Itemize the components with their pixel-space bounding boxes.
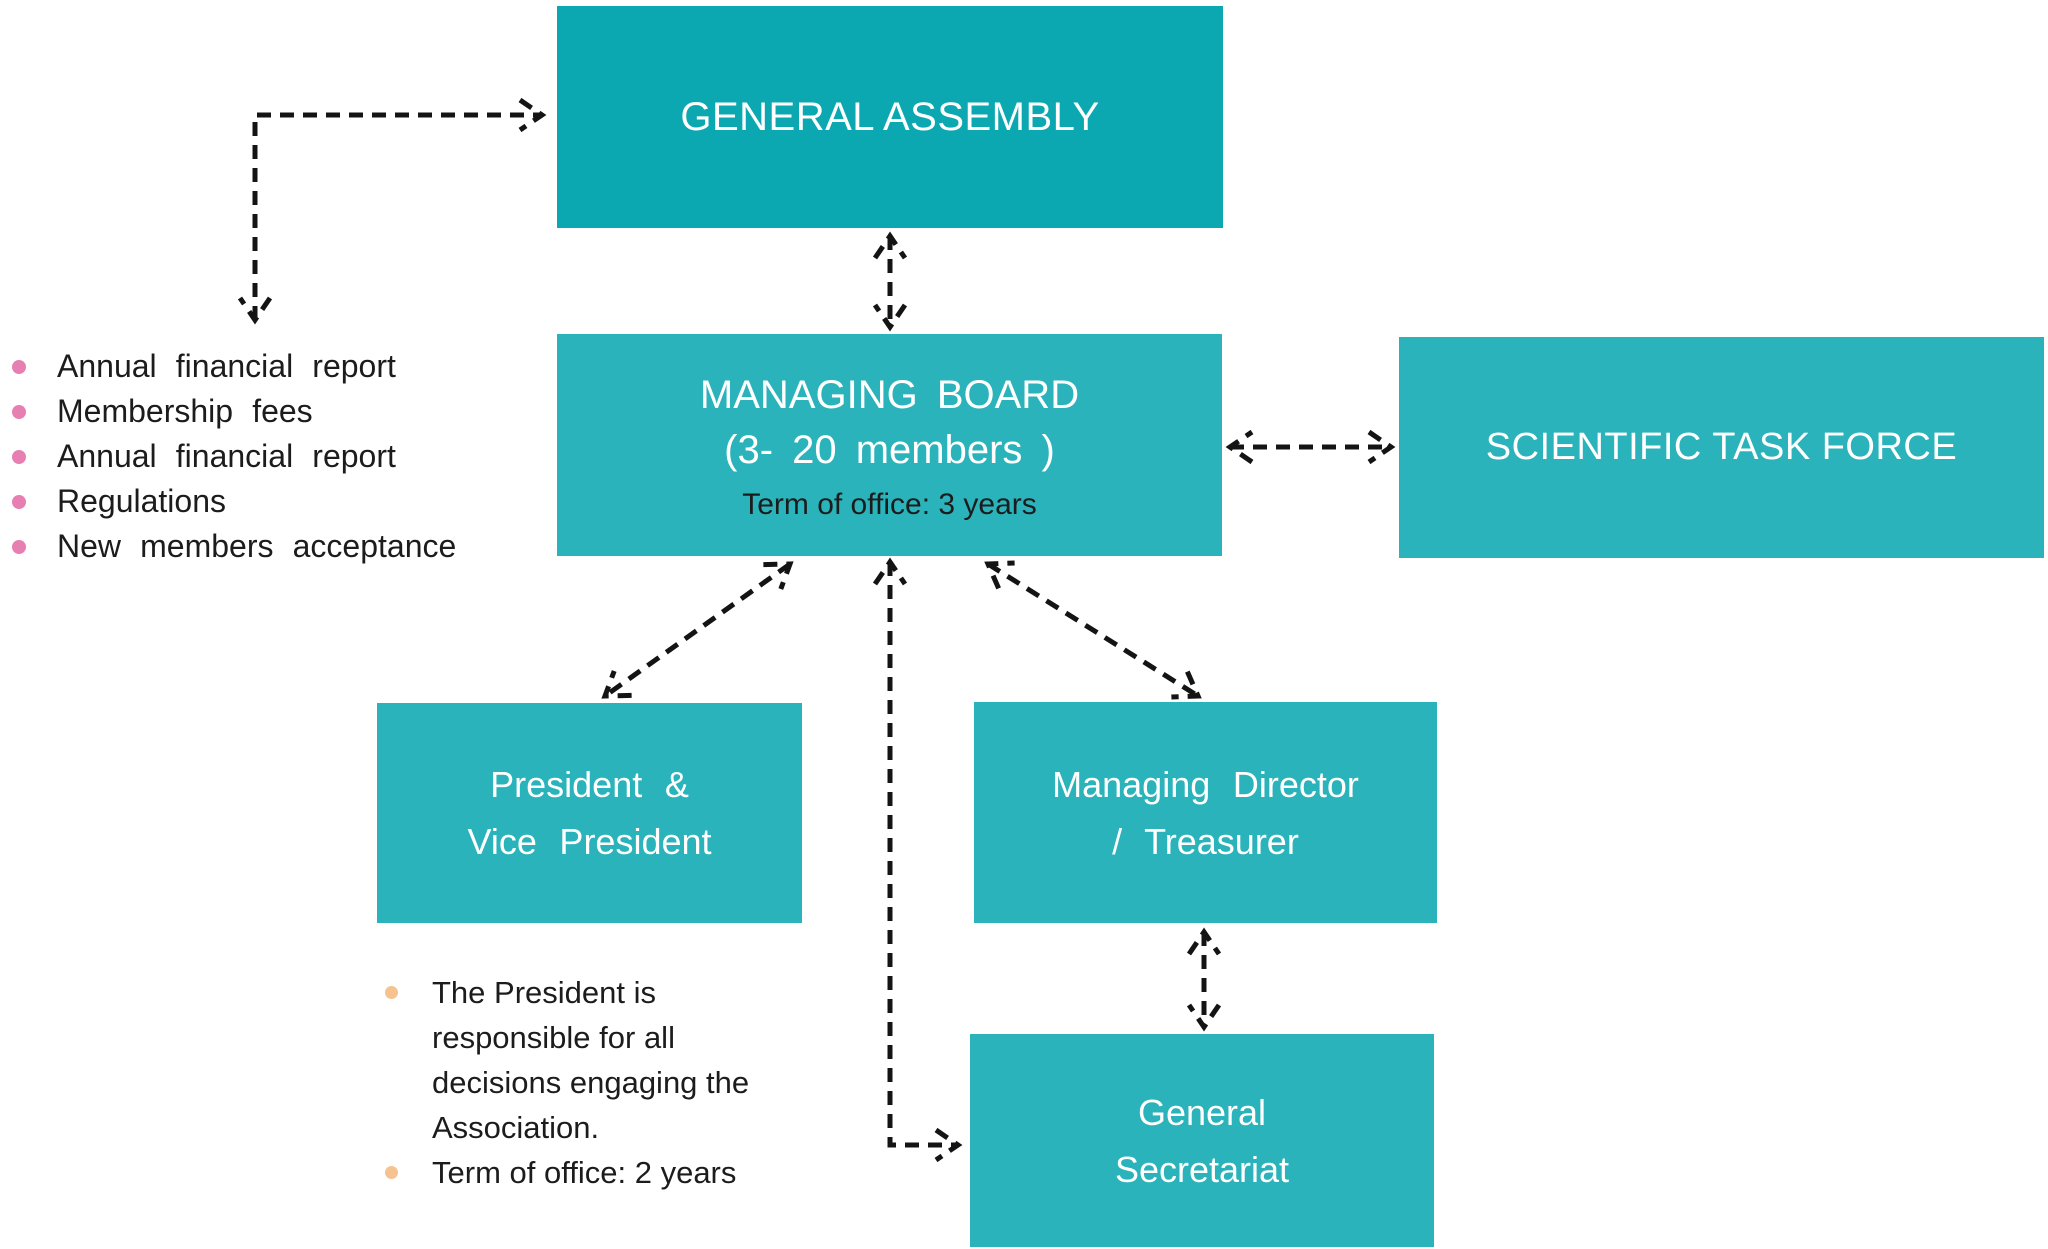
assembly-note-text: Annual financial report [57, 348, 396, 384]
managing-board-term: Term of office: 3 years [742, 488, 1037, 521]
list-item: The President is responsible for all dec… [385, 970, 815, 1150]
managing-director-box: Managing Director / Treasurer [974, 702, 1437, 923]
bullet-dot-icon [12, 359, 26, 374]
assembly-note-text: Regulations [57, 483, 226, 519]
list-item: Membership fees [12, 389, 456, 434]
president-note-text: The President is responsible for all dec… [432, 975, 750, 1145]
arrow-board-director [988, 564, 1198, 696]
list-item: Term of office: 2 years [385, 1150, 815, 1195]
assembly-note-text: New members acceptance [57, 528, 457, 564]
managing-board-members: (3- 20 members ) [724, 428, 1055, 472]
bullet-dot-icon [12, 404, 26, 419]
arrow-assembly-to-notes [255, 115, 542, 320]
assembly-notes-list: Annual financial report Membership fees … [12, 344, 456, 569]
scientific-task-force-label: SCIENTIFIC TASK FORCE [1485, 426, 1958, 468]
arrow-board-secretariat [890, 562, 958, 1145]
president-line2: Vice President [467, 821, 712, 862]
general-assembly-box: GENERAL ASSEMBLY [557, 6, 1223, 228]
list-item: New members acceptance [12, 524, 456, 569]
general-secretariat-line2: Secretariat [1114, 1148, 1290, 1190]
list-item: Regulations [12, 479, 456, 524]
managing-director-line1: Managing Director [1052, 763, 1359, 805]
bullet-dot-icon [12, 494, 26, 509]
bullet-dot-icon [12, 449, 26, 464]
president-line1: President & [490, 764, 689, 805]
assembly-note-text: Membership fees [57, 393, 313, 429]
bullet-dot-icon [385, 1166, 398, 1179]
general-secretariat-box: General Secretariat [970, 1034, 1434, 1247]
managing-director-line2: / Treasurer [1112, 820, 1299, 862]
president-notes-list: The President is responsible for all dec… [385, 970, 815, 1195]
general-assembly-label: GENERAL ASSEMBLY [680, 94, 1100, 139]
assembly-note-text: Annual financial report [57, 438, 396, 474]
managing-board-title: MANAGING BOARD [699, 373, 1080, 417]
bullet-dot-icon [385, 986, 398, 999]
general-secretariat-line1: General [1137, 1091, 1267, 1133]
president-box: President & Vice President [377, 703, 802, 923]
list-item: Annual financial report [12, 434, 456, 479]
scientific-task-force-box: SCIENTIFIC TASK FORCE [1399, 337, 2044, 558]
managing-board-box: MANAGING BOARD (3- 20 members ) Term of … [557, 334, 1222, 556]
president-note-text: Term of office: 2 years [432, 1155, 737, 1190]
bullet-dot-icon [12, 539, 26, 554]
arrow-board-president [605, 564, 790, 696]
list-item: Annual financial report [12, 344, 456, 389]
